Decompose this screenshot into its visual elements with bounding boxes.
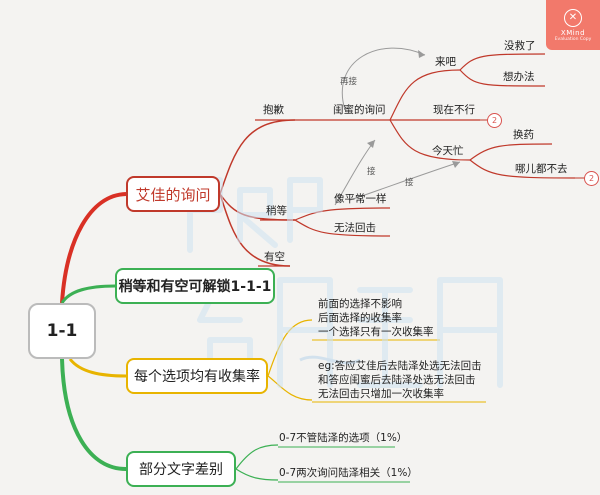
- relation-label-zaijie: 再接: [340, 77, 358, 87]
- topic-xiangbanfa[interactable]: 想办法: [503, 71, 535, 83]
- collapsed-count-badge[interactable]: 2: [487, 113, 502, 128]
- note-eg2[interactable]: 和答应闺蜜后去陆泽处选无法回击: [318, 374, 476, 386]
- topic-jintian[interactable]: 今天忙: [432, 145, 464, 157]
- branch-unlock[interactable]: 稍等和有空可解锁1-1-1: [115, 268, 275, 304]
- note-line2[interactable]: 后面选择的收集率: [318, 312, 402, 324]
- relation-zaijie-arrowhead: [418, 50, 425, 58]
- connector-guimi-laiba: [389, 69, 461, 121]
- topic-huanyao[interactable]: 换药: [513, 129, 534, 141]
- relation-jie2-arrowhead: [452, 161, 460, 168]
- note-line1[interactable]: 前面的选择不影响: [318, 298, 402, 310]
- xmind-logo: ✕ XMind Evaluation Copy: [546, 0, 600, 50]
- connector-aijia-baoqian: [219, 119, 296, 195]
- diff-note-2[interactable]: 0-7两次询问陆泽相关（1%）: [279, 467, 418, 479]
- branch-collect[interactable]: 每个选项均有收集率: [126, 358, 268, 394]
- topic-shaodeng[interactable]: 稍等: [266, 205, 287, 217]
- root-node[interactable]: 1-1: [28, 303, 96, 359]
- topic-nar[interactable]: 哪儿都不去: [515, 163, 568, 175]
- close-icon: ✕: [564, 8, 582, 27]
- note-eg1[interactable]: eg:答应艾佳后去陆泽处选无法回击: [318, 360, 482, 372]
- connector-guimi-jintian: [389, 119, 471, 161]
- relation-jie1-arrowhead: [367, 140, 375, 148]
- connector-root-unlock: [60, 284, 116, 304]
- connector-jintian-nar: [469, 159, 576, 179]
- relation-jie2-arrow: [349, 161, 461, 201]
- collapsed-count-badge-2[interactable]: 2: [584, 171, 599, 186]
- connector-laiba-meijiu: [459, 53, 546, 71]
- topic-wufa[interactable]: 无法回击: [334, 222, 376, 234]
- connector-root-collect: [68, 358, 127, 378]
- branch-aijia[interactable]: 艾佳的询问: [126, 176, 220, 212]
- relation-zaijie-arrow: [341, 47, 426, 111]
- logo-sub: Evaluation Copy: [554, 36, 592, 42]
- branch-text-diff[interactable]: 部分文字差别: [126, 451, 236, 487]
- connector-laiba-xiangbanfa: [459, 69, 546, 87]
- note-eg3[interactable]: 无法回击只增加一次收集率: [318, 388, 444, 400]
- topic-youkong[interactable]: 有空: [264, 251, 285, 263]
- connector-root-aijia: [60, 192, 127, 304]
- connector-diff-n1: [235, 444, 279, 470]
- topic-meijiu[interactable]: 没救了: [504, 40, 536, 52]
- relation-label-jie2: 接: [405, 178, 414, 188]
- connector-collect-notes1: [267, 319, 313, 377]
- connector-shaodeng-xiang: [294, 207, 391, 221]
- topic-xianzai[interactable]: 现在不行: [433, 104, 475, 116]
- topic-guimi[interactable]: 闺蜜的询问: [333, 104, 386, 116]
- connector-jintian-huanyao: [469, 143, 553, 161]
- diff-note-1[interactable]: 0-7不管陆泽的选项（1%）: [279, 432, 408, 444]
- connector-diff-n2: [235, 468, 279, 481]
- logo-brand: XMind: [560, 28, 586, 37]
- topic-baoqian[interactable]: 抱歉: [263, 104, 284, 116]
- topic-laiba[interactable]: 来吧: [435, 56, 456, 68]
- connector-root-textdiff: [60, 358, 127, 471]
- note-line3[interactable]: 一个选择只有一次收集率: [318, 326, 434, 338]
- relation-label-jie1: 接: [367, 167, 376, 177]
- connector-collect-notes2: [267, 375, 313, 401]
- topic-xiang[interactable]: 像平常一样: [334, 193, 387, 205]
